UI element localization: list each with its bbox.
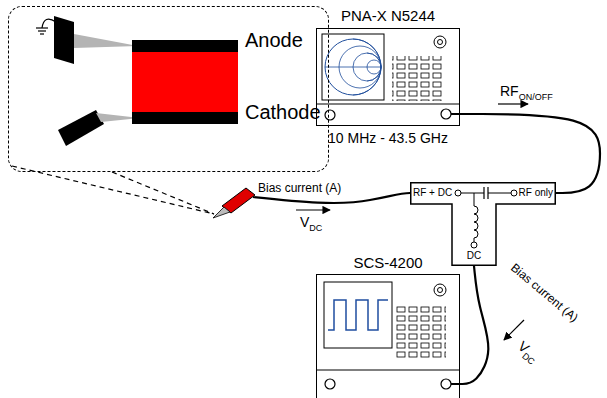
cable	[460, 114, 600, 193]
port	[325, 110, 335, 120]
probe-block	[58, 110, 104, 146]
bias-tee-outline	[411, 183, 556, 266]
direction-arrow	[296, 209, 330, 210]
capacitor-symbol	[483, 187, 484, 199]
instrument-box: SCS-4200	[316, 274, 460, 398]
cathode-band	[132, 112, 238, 124]
signal-name: RF	[500, 83, 519, 99]
probe-block	[54, 16, 74, 64]
terminal-label: Cathode	[245, 101, 321, 124]
port-label: RF only	[519, 187, 553, 199]
smith-chart	[353, 39, 381, 95]
port-stub	[451, 113, 460, 115]
label-group: VDC	[300, 213, 322, 234]
button-grid	[396, 306, 446, 360]
panel-line	[316, 370, 460, 371]
port	[441, 379, 451, 389]
smith-chart	[325, 67, 381, 68]
terminal-dot	[471, 242, 477, 248]
knob	[434, 36, 446, 48]
tee-wiring	[461, 193, 511, 242]
anode-band	[132, 40, 238, 52]
device-body	[132, 52, 238, 112]
ground-wire	[42, 19, 56, 28]
zoom-line	[12, 166, 214, 214]
screen	[322, 34, 384, 100]
knob	[438, 40, 443, 45]
probe-needle	[74, 34, 138, 48]
cable	[460, 266, 488, 384]
instrument-name: SCS-4200	[353, 254, 422, 271]
zoom-line	[112, 172, 214, 214]
terminal-dot	[455, 190, 461, 196]
probe-tip	[213, 207, 230, 218]
voltage-subscript: DC	[309, 223, 322, 233]
instrument-box: PNA-X N524410 MHz - 43.5 GHz	[316, 28, 460, 126]
ground-symbol	[38, 30, 46, 31]
panel-line	[316, 104, 460, 105]
signal-subscript: ON/OFF	[519, 92, 553, 102]
label-group: VDC	[513, 337, 543, 367]
screen	[324, 282, 392, 348]
capacitor-symbol	[487, 187, 488, 199]
signal-label: Bias current (A)	[508, 260, 581, 324]
signal-label: Bias current (A)	[258, 181, 341, 195]
label-group: Bias current (A)	[507, 258, 583, 326]
direction-arrow	[504, 320, 524, 340]
voltage-subscript: DC	[520, 351, 536, 367]
port-stub	[451, 383, 460, 385]
port	[325, 379, 335, 389]
port-label: RF + DC	[413, 187, 452, 199]
terminal-dot	[511, 190, 517, 196]
frequency-range: 10 MHz - 43.5 GHz	[328, 130, 448, 146]
direction-arrow	[498, 103, 528, 104]
port	[441, 109, 451, 119]
terminal-label: Anode	[245, 29, 303, 52]
knob	[438, 288, 443, 293]
bias-tee: RF + DC RF onlyDC	[410, 182, 556, 266]
label-group: Bias current (A)	[258, 178, 341, 196]
ground-symbol	[40, 33, 44, 34]
button-grid	[392, 56, 442, 101]
port-label: DC	[467, 250, 481, 262]
label-group: RFON/OFF	[500, 82, 553, 103]
knob	[434, 284, 446, 296]
waveform	[328, 300, 388, 330]
smith-chart	[325, 39, 381, 95]
instrument-name: PNA-X N5244	[341, 7, 435, 24]
ground-symbol	[36, 27, 48, 28]
zoom-inset: AnodeCathode	[8, 6, 329, 172]
voltage-symbol: V	[300, 214, 309, 230]
